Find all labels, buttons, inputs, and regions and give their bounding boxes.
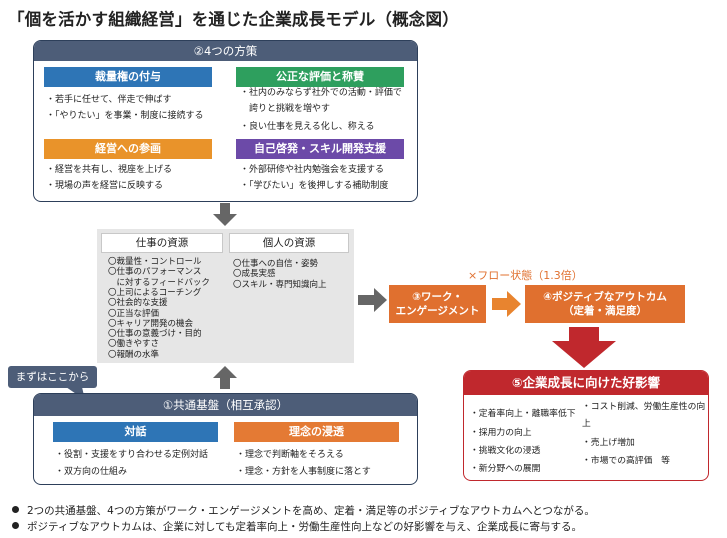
evaluation-item-2: 誇りと挑戦を増やす (240, 104, 331, 114)
note-1: 2つの共通基盤、4つの方策がワーク・エンゲージメントを高め、定着・満足等のポジテ… (12, 504, 595, 518)
management-tag: 経営への参画 (44, 139, 212, 159)
outcome-line-2: （定着・満足度） (563, 305, 647, 317)
bullet-dot-icon (12, 506, 19, 513)
dialogue-item-1: ・役割・支援をすり合わせる定例対話 (55, 450, 209, 460)
job-resource-1: 〇裁量性・コントロール (108, 257, 202, 267)
personal-resource-3: 〇スキル・専門知識向上 (233, 279, 327, 290)
foundation-header: ①共通基盤（相互承認） (34, 394, 417, 416)
dialogue-tag: 対話 (53, 422, 218, 442)
arrow-down-icon (213, 203, 237, 226)
measures-panel: ②4つの方策 裁量権の付与 ・若手に任せて、伴走で伸ばす ・「やりたい」を事業・… (33, 40, 418, 202)
flow-state-label: ×フロー状態（1.3倍） (468, 269, 583, 282)
personal-resources-header: 個人の資源 (229, 233, 349, 253)
discretion-tag: 裁量権の付与 (44, 67, 212, 87)
philosophy-tag: 理念の浸透 (234, 422, 399, 442)
evaluation-item-3: ・良い仕事を見える化し、称える (240, 122, 375, 132)
job-resource-3: に対するフィードバック (108, 277, 210, 288)
start-here-callout: まずはここから (8, 366, 97, 388)
evaluation-tag: 公正な評価と称賛 (236, 67, 404, 87)
bullet-dot-icon (12, 522, 19, 529)
growth-left-item-3: ・挑戦文化の浸透 (470, 446, 541, 456)
job-resource-6: 〇正当な評価 (108, 308, 160, 319)
self-dev-item-1: ・外部研修や社内勉強会を支援する (240, 165, 385, 175)
discretion-item-2: ・「やりたい」を事業・制度に接続する (46, 111, 204, 121)
measures-header: ②4つの方策 (34, 41, 417, 61)
job-resource-9: 〇働きやすさ (108, 339, 160, 350)
engagement-line-1: ③ワーク・ (412, 291, 463, 303)
dialogue-item-2: ・双方向の仕組み (55, 467, 128, 477)
job-resources-header: 仕事の資源 (101, 233, 223, 253)
growth-right-item-4: ・市場での高評価 等 (582, 456, 670, 466)
personal-resource-2: 〇成長実感 (233, 269, 276, 280)
evaluation-item-1: ・社内のみならず社外での活動・評価で (240, 88, 402, 98)
job-resource-8: 〇仕事の意義づけ・目的 (108, 329, 202, 340)
growth-right-item-2: 上 (582, 419, 591, 429)
personal-resource-1: 〇仕事への自信・姿勢 (233, 259, 319, 269)
note-2-text: ポジティブなアウトカムは、企業に対しても定着率向上・労働生産性向上などの好影響を… (27, 521, 583, 533)
growth-left-item-1: ・定着率向上・離職率低下 (470, 409, 576, 419)
flow-arrow-icon (492, 291, 521, 317)
note-1-text: 2つの共通基盤、4つの方策がワーク・エンゲージメントを高め、定着・満足等のポジテ… (27, 505, 595, 517)
engagement-box: ③ワーク・ エンゲージメント (389, 285, 486, 323)
job-resource-2: 〇仕事のパフォーマンス (108, 267, 202, 278)
growth-right-item-3: ・売上げ増加 (582, 438, 635, 448)
resources-box: 仕事の資源 個人の資源 〇裁量性・コントロール 〇仕事のパフォーマンス に対する… (97, 229, 354, 363)
self-dev-item-2: ・「学びたい」を後押しする補助制度 (240, 181, 389, 191)
job-resource-4: 〇上司によるコーチング (108, 287, 202, 298)
foundation-panel: ①共通基盤（相互承認） 対話 ・役割・支援をすり合わせる定例対話 ・双方向の仕組… (33, 393, 418, 485)
growth-right-item-1: ・コスト削減、労働生産性の向 (582, 402, 706, 412)
job-resource-10: 〇報酬の水準 (108, 349, 160, 360)
outcome-box: ④ポジティブなアウトカム （定着・満足度） (525, 285, 685, 323)
management-item-1: ・経営を共有し、視座を上げる (46, 165, 173, 175)
philosophy-item-2: ・理念・方針を人事制度に落とす (236, 467, 371, 477)
philosophy-item-1: ・理念で判断軸をそろえる (236, 450, 344, 460)
note-2: ポジティブなアウトカムは、企業に対しても定着率向上・労働生産性向上などの好影響を… (12, 520, 582, 534)
growth-left-item-4: ・新分野への展開 (470, 464, 541, 474)
management-item-2: ・現場の声を経営に反映する (46, 181, 164, 191)
discretion-item-1: ・若手に任せて、伴走で伸ばす (46, 95, 172, 105)
arrow-right-icon (358, 288, 387, 312)
growth-arrow-icon (552, 327, 616, 368)
growth-panel: ⑤企業成長に向けた好影響 ・定着率向上・離職率低下 ・採用力の向上 ・挑戦文化の… (463, 370, 709, 481)
page-title: 「個を活かす組織経営」を通じた企業成長モデル（概念図） (8, 10, 459, 29)
job-resource-7: 〇キャリア開発の機会 (108, 318, 194, 329)
engagement-line-2: エンゲージメント (395, 305, 480, 317)
growth-left-item-2: ・採用力の向上 (470, 428, 532, 438)
outcome-line-1: ④ポジティブなアウトカム (543, 291, 667, 303)
arrow-up-icon (213, 366, 237, 389)
self-dev-tag: 自己啓発・スキル開発支援 (236, 139, 404, 159)
job-resource-5: 〇社会的な支援 (108, 298, 168, 309)
growth-header: ⑤企業成長に向けた好影響 (464, 371, 708, 395)
